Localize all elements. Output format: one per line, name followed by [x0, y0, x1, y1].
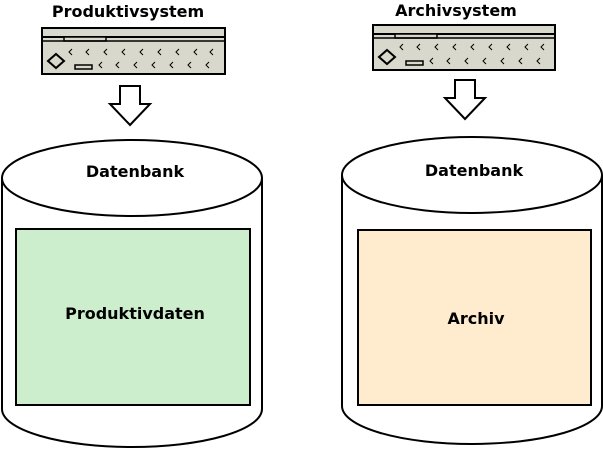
left-content-label: Produktivdaten [65, 304, 205, 323]
right-system-label: Archivsystem [395, 1, 517, 20]
left-column: Produktivsystem Datenbank [0, 2, 263, 448]
left-content-box [15, 228, 251, 406]
left-db-label: Datenbank [86, 162, 185, 181]
left-server-icon [41, 27, 226, 75]
right-content-label: Archiv [447, 309, 505, 328]
right-server-icon [372, 24, 556, 71]
right-content-box [357, 229, 592, 406]
right-db-label: Datenbank [425, 161, 524, 180]
left-system-label: Produktivsystem [52, 2, 204, 21]
right-column: Archivsystem Datenbank [341, 1, 603, 445]
left-arrow-down-icon [107, 85, 153, 127]
right-arrow-down-icon [442, 79, 488, 121]
